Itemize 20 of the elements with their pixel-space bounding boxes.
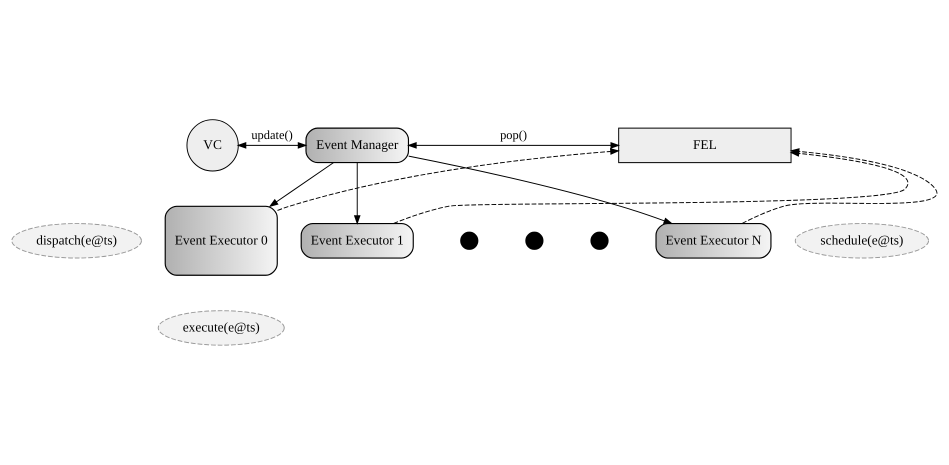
node-ellipse: execute(e@ts) [158,310,285,346]
node-box: Event Manager [305,128,410,164]
node-circle [525,232,544,250]
edge-label: update() [251,128,293,142]
edge-label: pop() [500,128,528,142]
node-circle: VC [186,119,239,172]
arrow [268,162,334,208]
arrow [407,142,620,149]
node-box: FEL [618,128,792,164]
arrow [276,148,620,211]
node-box: Event Executor N [655,222,772,259]
arrow [236,142,308,149]
arrow [354,162,361,225]
arrow [408,156,674,224]
node-circle [460,232,478,250]
node-circle [590,232,609,250]
node-ellipse: dispatch(e@ts) [11,223,142,258]
node-ellipse: schedule(e@ts) [794,223,930,258]
node-box: Event Executor 1 [300,222,414,259]
node-box: Event Executor 0 [164,206,278,276]
